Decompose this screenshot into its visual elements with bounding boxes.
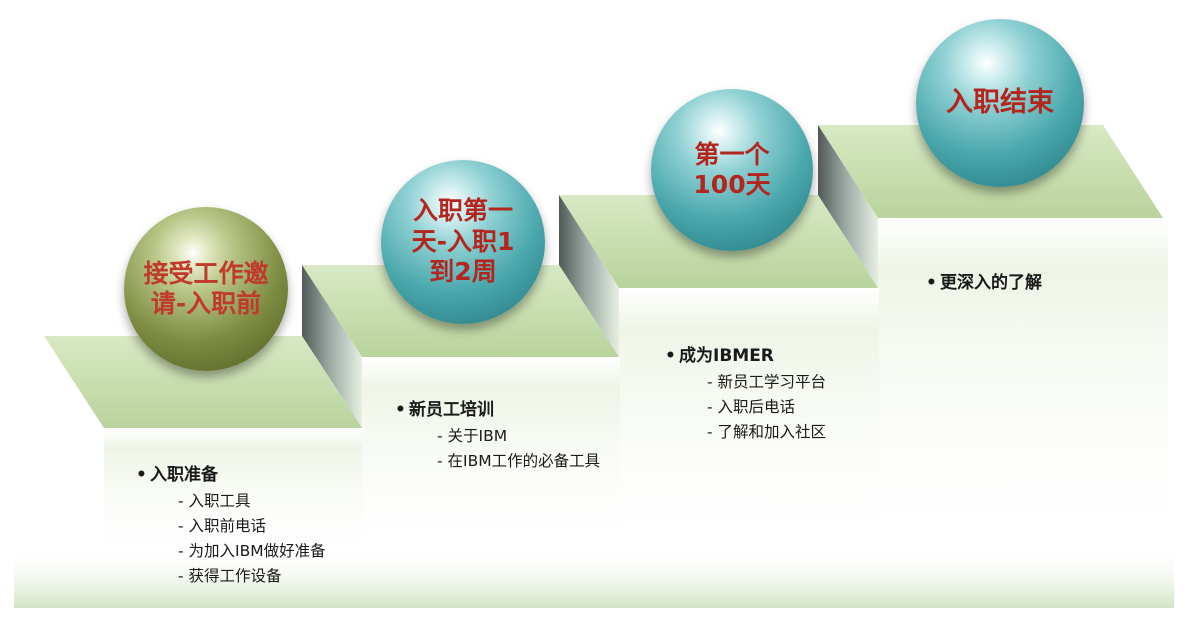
step-1-riser <box>302 265 362 428</box>
sphere-step-2: 入职第一 天-入职1 到2周 <box>381 160 545 324</box>
step-2-riser <box>559 195 619 357</box>
list-item: - 入职前电话 <box>178 517 267 535</box>
step-2-heading: •新员工培训 <box>395 400 494 420</box>
step-1-items: - 入职工具 - 入职前电话 - 为加入IBM做好准备 - 获得工作设备 <box>136 489 326 589</box>
step-3-front <box>619 288 879 563</box>
step-2-items: - 关于IBM - 在IBM工作的必备工具 <box>395 424 600 474</box>
step-4-details: •更深入的了解 <box>926 271 1042 295</box>
step-2-front <box>362 357 620 563</box>
list-item: - 了解和加入社区 <box>707 423 827 441</box>
sphere-step-4: 入职结束 <box>916 19 1084 187</box>
list-item: - 入职后电话 <box>707 398 796 416</box>
step-1-tread <box>44 336 362 428</box>
list-item: - 为加入IBM做好准备 <box>178 542 326 560</box>
step-1-details: •入职准备 - 入职工具 - 入职前电话 - 为加入IBM做好准备 - 获得工作… <box>136 463 326 589</box>
list-item: - 新员工学习平台 <box>707 373 827 391</box>
step-2-details: •新员工培训 - 关于IBM - 在IBM工作的必备工具 <box>395 398 600 474</box>
list-item: - 在IBM工作的必备工具 <box>437 452 601 470</box>
sphere-step-3: 第一个 100天 <box>651 89 813 251</box>
sphere-step-1: 接受工作邀 请-入职前 <box>124 207 288 371</box>
step-4-title: 入职结束 <box>946 86 1054 118</box>
step-4-front <box>878 218 1168 563</box>
step-1-front <box>104 428 363 563</box>
step-3-details: •成为IBMER - 新员工学习平台 - 入职后电话 - 了解和加入社区 <box>665 344 826 445</box>
list-item: - 关于IBM <box>437 427 508 445</box>
step-3-riser <box>818 125 878 288</box>
list-item: - 获得工作设备 <box>178 567 282 585</box>
step-3-heading: •成为IBMER <box>665 346 774 366</box>
step-1-heading: •入职准备 <box>136 465 218 485</box>
step-3-title: 第一个 100天 <box>693 139 771 200</box>
step-2-title: 入职第一 天-入职1 到2周 <box>411 196 515 287</box>
list-item: - 入职工具 <box>178 492 251 510</box>
step-1-title: 接受工作邀 请-入职前 <box>143 258 269 319</box>
step-4-heading: •更深入的了解 <box>926 273 1042 293</box>
step-3-items: - 新员工学习平台 - 入职后电话 - 了解和加入社区 <box>665 370 826 445</box>
